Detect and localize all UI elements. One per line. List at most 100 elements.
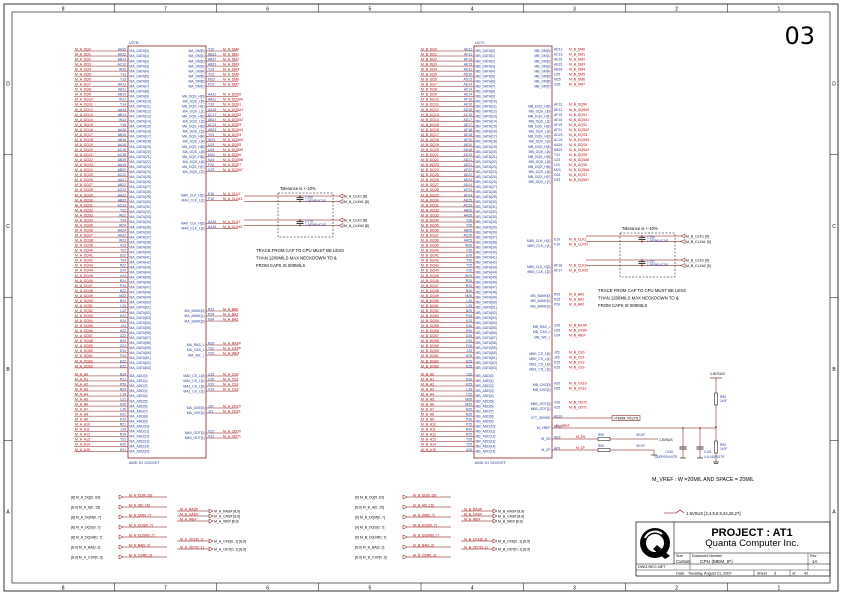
resistor-refdes: R89 [720, 395, 726, 399]
net-label: M_A_DQ24 [75, 168, 93, 172]
net-label: M_A_DQ27 [75, 183, 93, 187]
pin-name: MB_DM[5] [534, 74, 550, 78]
pin-number: G25 [554, 83, 561, 87]
net-label: M_A_DQ9 [75, 93, 91, 97]
offpage-arrow [118, 494, 124, 500]
net-label: M_A_BA0 [223, 307, 238, 311]
pin-name: MA_DATA[36] [130, 230, 151, 234]
pin-name: MB_DATA[36] [476, 230, 497, 234]
pin-name: MB_DATA[31] [476, 205, 497, 209]
pin-number: P24 [208, 312, 214, 316]
pin-name: MB_ADD[10] [476, 424, 496, 428]
border-col-label: 4 [471, 7, 474, 13]
resistor-value: 39.2/F [636, 433, 645, 437]
bus-net-label: M_B_CKE[0..1] [464, 537, 487, 541]
pin-name: MA0_ODT[0] [185, 431, 205, 435]
offpage-connectors-b: [9] M_B_DQ[0..63]M_B_DQ[0..63][8,9] M_B_… [355, 493, 530, 560]
pin-name: MA_DATA[38] [130, 240, 151, 244]
pin-name: MB_DATA[30] [476, 200, 497, 204]
pin-name: MA_DATA[44] [130, 271, 151, 275]
net-label: M_A_DQ6 [75, 78, 91, 82]
pin-number: N25 [466, 309, 472, 313]
pin-name: MA_DATA[58] [130, 341, 151, 345]
pin-name: MA_DATA[37] [130, 235, 151, 239]
pin-name: MB_DATA[24] [476, 170, 497, 174]
net-label: M_A_BA1 [223, 312, 238, 316]
trace-note: TRACE FROM CAP TO CPU MUST BE LESS [256, 248, 344, 253]
net-label: M_B_DQ18 [421, 138, 439, 142]
bus-net-label: M_A_DQS[0..7] [129, 523, 153, 527]
pin-number: W12 [119, 98, 126, 102]
pin-number: AB23 [554, 148, 562, 152]
pin-number: AA15 [208, 225, 216, 229]
net-label: M_A_DM6 [223, 78, 239, 82]
net-label: M_A_DQS0 [223, 93, 241, 97]
pin-number: AC23 [118, 203, 127, 207]
net-label: M_B_A9 [421, 418, 434, 422]
pin-name: MB_DATA[49] [476, 296, 497, 300]
net-label: M_A_DQ20 [75, 148, 93, 152]
pin-name: MB_DATA[19] [476, 145, 497, 149]
clock-output-label: M_A_CLK#2 [8] [344, 224, 369, 228]
pin-name: M_ZN [541, 437, 551, 441]
pin-name: MA_DM[1] [188, 54, 204, 58]
pin-number: P21 [120, 377, 126, 381]
pin-name: MB_DATA[8] [476, 89, 495, 93]
net-label: M_A_BA2 [223, 317, 238, 321]
pin-name: MB_ADD[7] [476, 409, 494, 413]
pin-number: Y13 [120, 78, 126, 82]
pin-name: MA_ADD[5] [130, 399, 148, 403]
pin-number: N24 [208, 317, 214, 321]
pin-name: MA_DQS_L[5] [183, 150, 205, 154]
pin-number: K22 [120, 314, 126, 318]
net-label: M_A_DQ54 [75, 319, 93, 323]
offpage-arrow [208, 518, 214, 524]
z-net-label: M_ZN [576, 435, 586, 439]
net-label: M_B_CS1 [569, 355, 585, 359]
pin-number: AE15 [554, 118, 562, 122]
rail-reference: 1.8VSUS [2,4,5,8,9,24,26,27] [664, 509, 740, 516]
offpage-arrow [402, 524, 408, 530]
pin-name: MA_DATA[9] [130, 94, 149, 98]
net-label: M_A_DQ26 [75, 178, 93, 182]
bus-net-label: M_A_CAS# [180, 512, 198, 516]
trace-note: THAN 1200MILS MAX NECKDOWN TO & [256, 256, 337, 261]
net-label: M_A_DQ52 [75, 309, 93, 313]
pin-number: E26 [466, 359, 472, 363]
pin-number: AD25 [464, 198, 473, 202]
net-label: M_B_DM1 [569, 52, 585, 56]
resistor-z [597, 448, 611, 452]
pin-name: MA_DATA[4] [130, 69, 149, 73]
pin-name: MB_DATA[32] [476, 210, 497, 214]
net-label: M_A_DQ49 [75, 294, 93, 298]
net-label: M_B_CLK#2 [569, 268, 588, 272]
net-label: M_B_CLK2 [569, 263, 586, 267]
net-label: M_B_DQ21 [421, 153, 439, 157]
net-label: M_A_DM4 [223, 68, 239, 72]
pin-number: AE24 [464, 178, 472, 182]
pin-name: MB_DQS_L[2] [529, 130, 551, 134]
pin-number: AF9 [554, 446, 560, 450]
net-label: M_B_DQ58 [421, 339, 439, 343]
net-label: M_A_DM2 [223, 57, 239, 61]
net-label: M_B_DM7 [569, 83, 585, 87]
pin-name: MB_ADD[13] [476, 440, 496, 444]
pin-number: Y23 [208, 68, 214, 72]
pin-number: W23 [119, 239, 126, 243]
pin-name: MB_DATA[23] [476, 165, 497, 169]
pin-number: N26 [466, 408, 472, 412]
pin-name: MB_ADD[6] [476, 404, 494, 408]
pin-name: MB_DQS_H[1] [528, 115, 550, 119]
pin-number: H21 [120, 448, 126, 452]
net-label: M_B_DQS6 [569, 163, 587, 167]
net-label: M_A_A12 [75, 433, 90, 437]
pin-number: AF23 [464, 188, 472, 192]
pin-name: MA_DQS_H[5] [182, 145, 204, 149]
pin-name: MA_DATA[16] [130, 130, 151, 134]
border-row-label: A [6, 510, 10, 516]
net-label: M_B_DQ63 [421, 364, 439, 368]
pin-number: AF24 [464, 193, 472, 197]
pin-name: MA_DQS_H[3] [182, 125, 204, 129]
pin-number: AA16 [118, 128, 126, 132]
pin-number: AE10 [554, 414, 562, 418]
